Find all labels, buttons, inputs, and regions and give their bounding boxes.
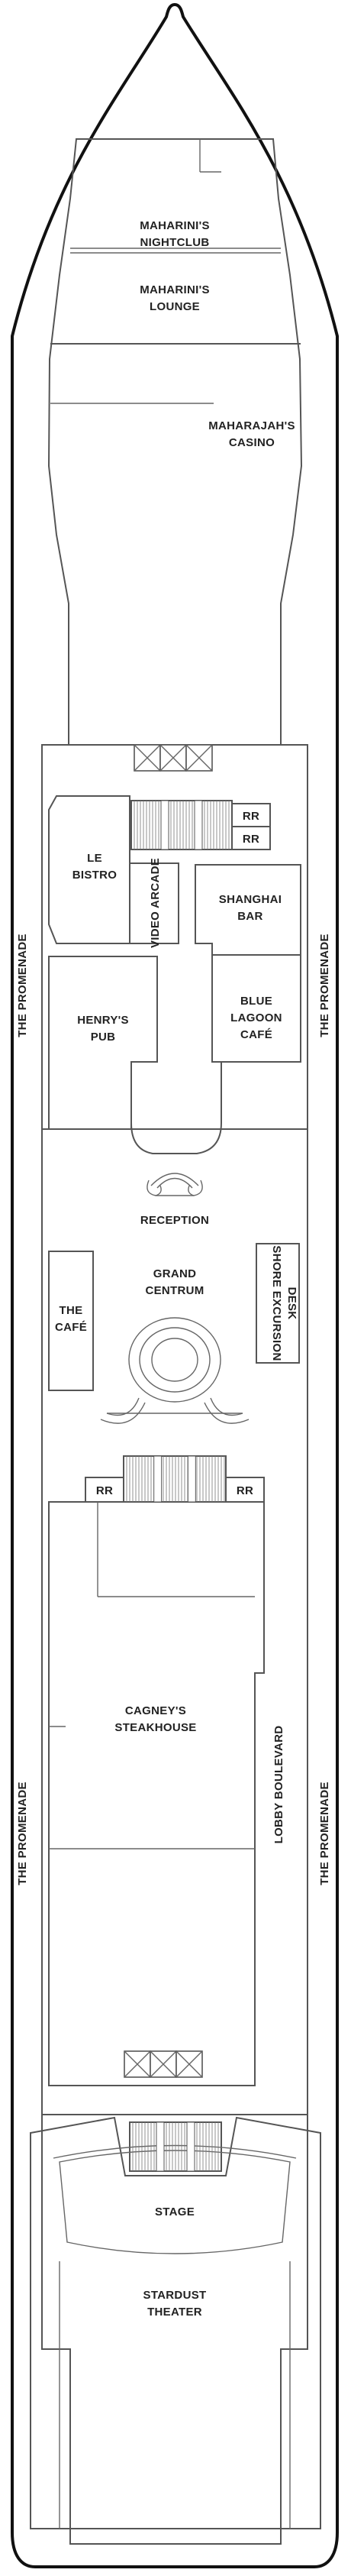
promenade-label: THE PROMENADE [16,934,29,1037]
restroom-label: RR [243,833,259,846]
reception-label: RECEPTION [140,1214,209,1227]
restroom-2 [231,826,271,850]
video-arcade-label: VIDEO ARCADE [149,858,162,948]
grand-centrum-label: GRAND [153,1267,197,1280]
blue-lagoon-label: LAGOON [230,1011,282,1024]
stairs-upper [130,800,233,850]
elevator-bank-lower [124,2050,203,2078]
shore-excursion-desk [256,1243,300,1364]
shore-excursion-label: SHORE EXCURSION [270,1245,283,1361]
casino-label: MAHARAJAH'S [208,419,295,432]
restroom-1 [231,803,271,827]
casino-label: CASINO [229,436,275,449]
grand-centrum-staircase [100,1317,250,1424]
henrys-pub-label: PUB [91,1031,116,1044]
shanghai-bar-label: BAR [237,910,262,923]
promenade-label: THE PROMENADE [318,934,331,1037]
shanghai-bar-label: SHANGHAI [219,893,282,906]
cagneys-steakhouse [48,1501,265,2086]
grand-centrum-label: CENTRUM [145,1284,204,1297]
restroom-label: RR [243,810,259,823]
blue-lagoon-cafe [211,954,301,1063]
lobby-boulevard-label: LOBBY BOULEVARD [272,1726,285,1844]
restroom-4 [225,1477,265,1503]
stair-treads [126,800,230,2172]
stardust-label: STARDUST [143,2289,207,2302]
stage-label: STAGE [155,2205,195,2218]
lounge-label: LOUNGE [150,300,200,313]
stardust-label: THEATER [147,2306,202,2319]
cagneys-label: CAGNEY'S [125,1704,186,1717]
le-bistro-label: BISTRO [72,869,117,882]
promenade-label: THE PROMENADE [16,1782,29,1885]
the-cafe-label: THE [60,1304,83,1317]
nightclub-label: MAHARINI'S [140,219,210,232]
nightclub-label: NIGHTCLUB [140,236,209,249]
inner-walls [41,138,308,2545]
blue-lagoon-label: BLUE [240,995,272,1008]
restroom-label: RR [237,1484,253,1497]
promenade-label: THE PROMENADE [318,1782,331,1885]
stardust-theater [30,2116,321,2529]
le-bistro-label: LE [87,852,102,865]
elevator-bank-upper [134,744,213,772]
the-cafe [48,1251,94,1391]
the-cafe-label: CAFÉ [55,1321,87,1334]
reception-desk [147,1173,203,1196]
shore-excursion-label: DESK [285,1287,298,1320]
stage [59,2150,291,2254]
henrys-pub-label: HENRY'S [77,1014,129,1027]
video-arcade [129,862,179,944]
cagneys-label: STEAKHOUSE [114,1721,196,1734]
restroom-label: RR [96,1484,113,1497]
blue-lagoon-label: CAFÉ [240,1028,272,1041]
lounge-label: MAHARINI'S [140,283,210,296]
le-bistro [48,795,130,944]
